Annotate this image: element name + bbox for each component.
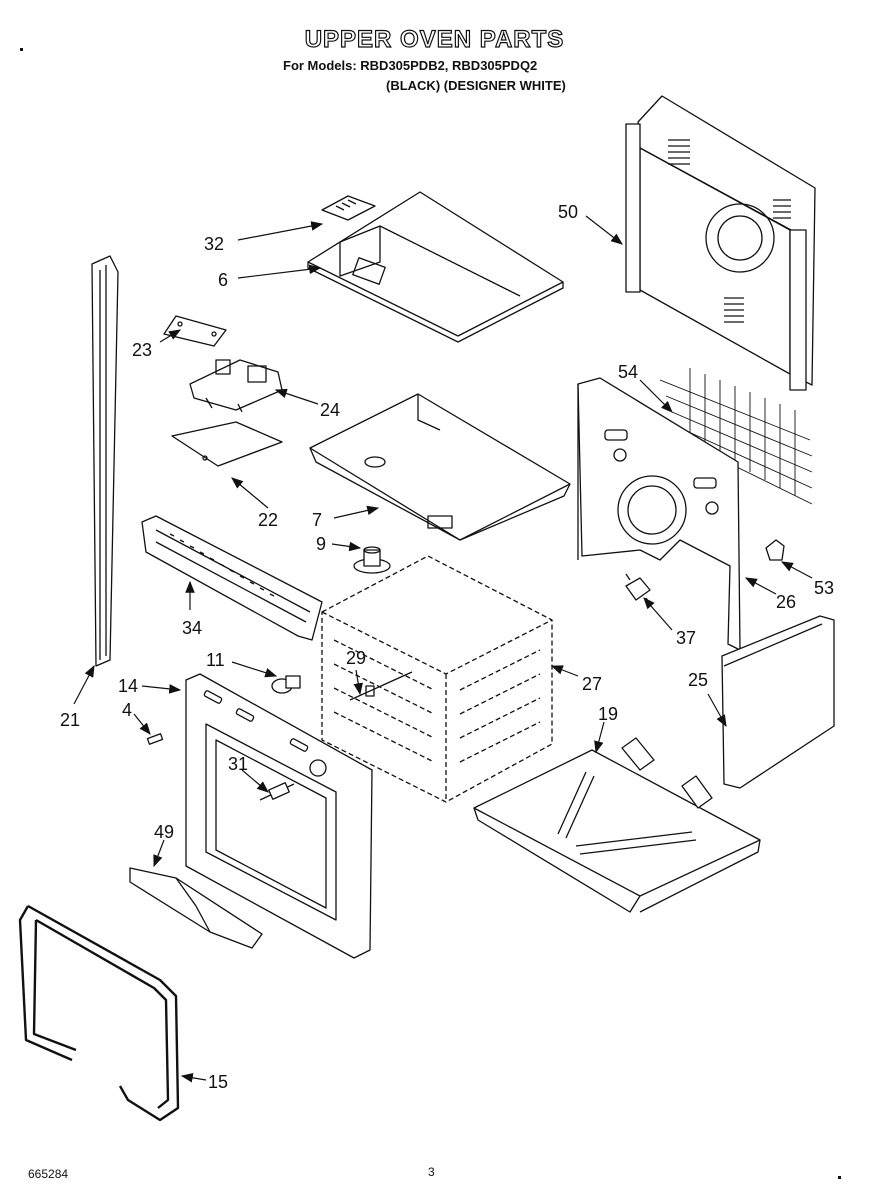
part-23-bracket [163, 315, 227, 347]
callout-23: 23 [132, 340, 152, 360]
callout-14: 14 [118, 676, 138, 696]
part-31-probe [259, 782, 295, 801]
part-50-rear-panel [625, 95, 816, 391]
callout-7: 7 [312, 510, 322, 530]
part-37-thermostat [625, 573, 651, 605]
callout-50: 50 [558, 202, 578, 222]
part-6-top-panel [307, 191, 564, 343]
callout-11: 11 [206, 650, 225, 670]
part-19-bottom-panel [473, 737, 761, 913]
variants-line: (BLACK) (DESIGNER WHITE) [386, 78, 566, 93]
callout-24: 24 [320, 400, 340, 420]
callout-49: 49 [154, 822, 174, 842]
callout-21: 21 [60, 710, 80, 730]
callout-32: 32 [204, 234, 224, 254]
callout-19: 19 [598, 704, 618, 724]
doc-number: 665284 [28, 1167, 69, 1181]
part-53-clip [765, 539, 785, 561]
callout-29: 29 [346, 648, 366, 668]
models-line: For Models: RBD305PDB2, RBD305PDQ2 [283, 58, 538, 73]
corner-mark-bottom [838, 1176, 841, 1179]
part-4-screw [146, 733, 164, 745]
corner-mark-top [20, 48, 23, 51]
callout-34: 34 [182, 618, 202, 638]
part-49-lower-trim [129, 867, 263, 949]
page-number: 3 [428, 1165, 435, 1179]
callout-54: 54 [618, 362, 638, 382]
callout-26: 26 [776, 592, 796, 612]
callout-25: 25 [688, 670, 708, 690]
part-11-oven-lamp [271, 675, 301, 694]
callout-37: 37 [676, 628, 696, 648]
part-27-oven-cavity [321, 555, 553, 803]
callout-6: 6 [218, 270, 228, 290]
part-15-door-gasket [18, 904, 180, 1122]
part-29-rack-support [349, 671, 413, 701]
callout-31: 31 [228, 754, 248, 774]
part-14-front-frame [185, 673, 373, 959]
callout-53: 53 [814, 578, 834, 598]
callout-9: 9 [316, 534, 326, 554]
part-34-vent-trim [141, 515, 323, 641]
part-25-side-panel [721, 615, 835, 789]
part-24-switch-assembly [189, 359, 283, 413]
part-26-side-panel [577, 377, 741, 651]
part-54-rear-element [659, 368, 813, 505]
part-9-bake-element-knob [353, 546, 391, 574]
callout-22: 22 [258, 510, 278, 530]
page-title: UPPER OVEN PARTS [304, 25, 565, 53]
callout-15: 15 [208, 1072, 228, 1092]
part-32-cover-plate [321, 195, 376, 221]
callout-27: 27 [582, 674, 602, 694]
part-21-side-trim [91, 255, 119, 667]
part-7-shield [309, 393, 571, 541]
part-22-insulation-pad [171, 421, 283, 467]
callout-4: 4 [122, 700, 132, 720]
